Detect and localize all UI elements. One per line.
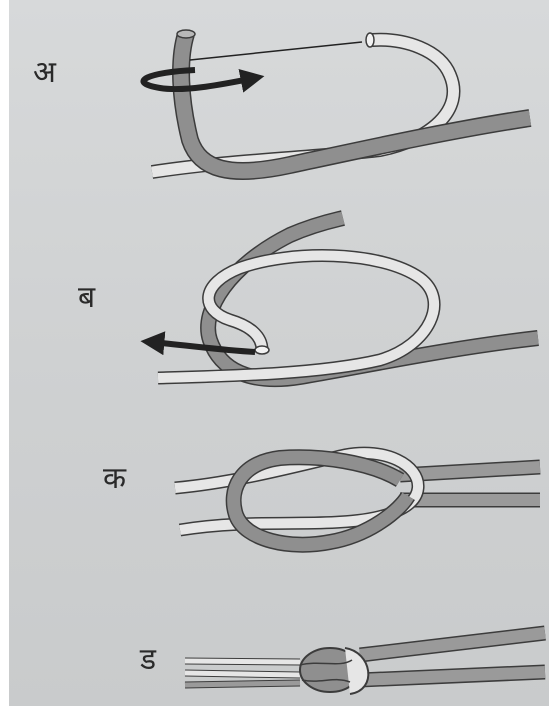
knot	[300, 648, 368, 694]
dark-rope	[234, 457, 408, 544]
step-d-figure	[185, 633, 545, 694]
step-b-figure	[150, 218, 538, 379]
direction-arrow	[150, 342, 255, 352]
direction-arrow	[144, 70, 255, 89]
step-a-figure	[144, 30, 530, 172]
step-c-figure	[175, 453, 540, 545]
dark-rope	[177, 30, 530, 171]
pointer-line	[190, 42, 362, 60]
light-rope	[158, 256, 434, 378]
